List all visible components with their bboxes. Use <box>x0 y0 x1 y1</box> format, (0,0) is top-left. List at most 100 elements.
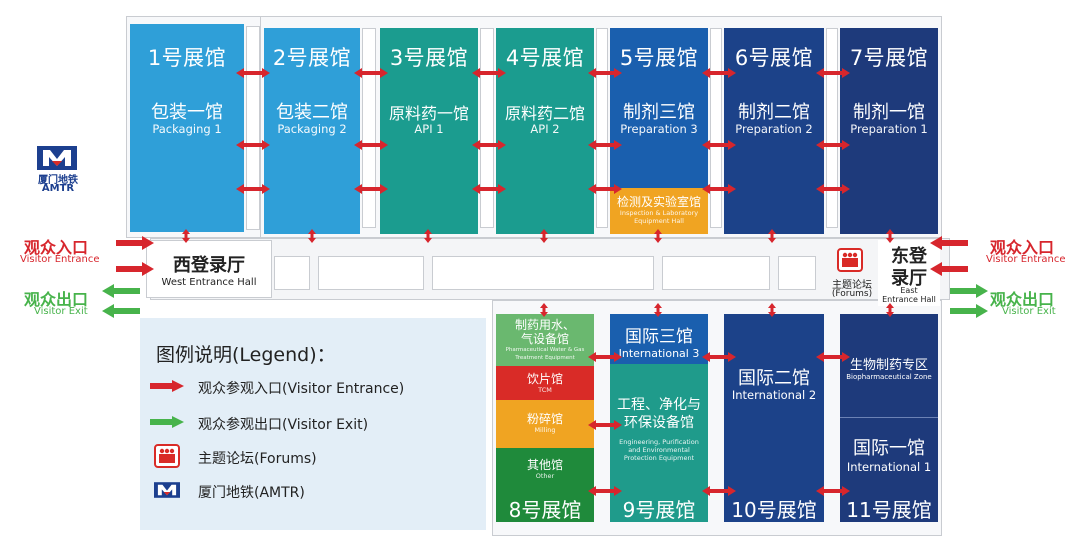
connector-arrow-icon <box>236 140 270 150</box>
hall-5-name: 制剂三馆 <box>623 102 695 123</box>
gap-divider <box>480 28 494 228</box>
hall-6[interactable]: 6号展馆 制剂二馆 Preparation 2 <box>724 28 824 234</box>
hall-1-number: 1号展馆 <box>147 46 227 70</box>
metro-cn: 厦门地铁 <box>38 175 78 186</box>
other-english: Other <box>535 472 555 480</box>
connector-arrow-icon <box>472 68 506 78</box>
intl1-name: 国际一馆 <box>853 438 925 459</box>
connector-arrow-icon <box>768 303 776 317</box>
connector-arrow-icon <box>354 184 388 194</box>
connector-arrow-icon <box>236 68 270 78</box>
west-entrance-hall[interactable]: 西登录厅 West Entrance Hall <box>146 240 272 298</box>
hall-2-number: 2号展馆 <box>272 46 352 70</box>
connector-arrow-icon <box>182 229 190 243</box>
hall-7[interactable]: 7号展馆 制剂一馆 Preparation 1 <box>840 28 938 234</box>
inspection-hall[interactable]: 检测及实验室馆 Inspection & Laboratory Equipmen… <box>610 188 708 234</box>
inspection-hall-english: Inspection & Laboratory Equipment Hall <box>619 209 699 225</box>
east-exit-arrow-icon[interactable] <box>950 304 988 318</box>
other-zone[interactable]: 其他馆 Other <box>496 448 594 492</box>
hall-2-english: Packaging 2 <box>277 122 347 136</box>
milling-english: Milling <box>534 426 556 434</box>
east-hall-name-1: 东登 <box>891 246 927 267</box>
hall-6-name: 制剂二馆 <box>738 102 810 123</box>
connector-arrow-icon <box>654 229 662 243</box>
hall-10-name: 国际二馆 <box>738 368 810 389</box>
west-exit-arrow-icon[interactable] <box>102 304 140 318</box>
hall-1-english: Packaging 1 <box>152 122 222 136</box>
connector-arrow-icon <box>816 352 850 362</box>
connector-arrow-icon <box>588 140 622 150</box>
connector-arrow-icon <box>308 229 316 243</box>
connector-arrow-icon <box>702 140 736 150</box>
international-3[interactable]: 国际三馆 International 3 <box>610 314 708 364</box>
hall-10[interactable]: 国际二馆 International 2 10号展馆 <box>724 314 824 522</box>
corridor-room <box>778 256 816 290</box>
gap-divider <box>596 28 608 228</box>
west-entrance-label: 观众入口 <box>24 238 89 257</box>
connector-arrow-icon <box>702 68 736 78</box>
hall-7-name: 制剂一馆 <box>853 102 925 123</box>
hall-8-number: 8号展馆 <box>508 498 582 522</box>
milling-zone[interactable]: 粉碎馆 Milling <box>496 400 594 448</box>
hall-4[interactable]: 4号展馆 原料药二馆 API 2 <box>496 28 594 234</box>
hall-7-number: 7号展馆 <box>849 46 929 70</box>
hall-5[interactable]: 5号展馆 制剂三馆 Preparation 3 <box>610 28 708 188</box>
connector-arrow-icon <box>816 140 850 150</box>
pharm-water-english: Pharmaceutical Water & Gas Treatment Equ… <box>505 347 585 361</box>
engineering-english: Engineering, Purification and Environmen… <box>619 438 699 462</box>
connector-arrow-icon <box>236 184 270 194</box>
engineering-zone[interactable]: 工程、净化与环保设备馆 Engineering, Purification an… <box>610 364 708 490</box>
hall-9-number: 9号展馆 <box>622 498 696 522</box>
hall-3-name: 原料药一馆 <box>388 104 469 123</box>
legend-metro-icon <box>154 482 180 498</box>
metro-logo[interactable]: 厦门地铁 AMTR <box>30 146 86 196</box>
bio-zone[interactable]: 生物制药专区 Biopharmaceutical Zone <box>840 314 938 418</box>
west-entrance-hall-name: 西登录厅 <box>173 255 245 276</box>
tcm-zone[interactable]: 饮片馆 TCM <box>496 366 594 400</box>
hall-2[interactable]: 2号展馆 包装二馆 Packaging 2 <box>264 28 360 234</box>
pharm-water-zone[interactable]: 制药用水、气设备馆 Pharmaceutical Water & Gas Tre… <box>496 314 594 366</box>
corridor-room <box>274 256 310 290</box>
corridor-room <box>318 256 424 290</box>
connector-arrow-icon <box>588 352 622 362</box>
legend-exit-arrow-icon <box>150 416 184 428</box>
engineering-name: 工程、净化与环保设备馆 <box>617 397 701 431</box>
bio-zone-english: Biopharmaceutical Zone <box>846 373 932 381</box>
east-hall-english-1: East <box>900 286 918 295</box>
east-entrance-english: Visitor Entrance <box>986 254 1066 265</box>
west-entrance-arrow-icon[interactable] <box>116 236 154 250</box>
east-entrance-arrow-icon[interactable] <box>930 262 968 276</box>
hall-3[interactable]: 3号展馆 原料药一馆 API 1 <box>380 28 478 234</box>
hall-6-english: Preparation 2 <box>735 122 813 136</box>
west-exit-arrow-icon[interactable] <box>102 284 140 298</box>
connector-arrow-icon <box>886 303 894 317</box>
corridor-room <box>662 256 770 290</box>
connector-arrow-icon <box>472 140 506 150</box>
hall-3-number: 3号展馆 <box>389 46 469 70</box>
connector-arrow-icon <box>588 420 622 430</box>
inspection-hall-name: 检测及实验室馆 <box>616 195 701 209</box>
east-exit-arrow-icon[interactable] <box>950 284 988 298</box>
forums-area[interactable]: 主题论坛 (Forums) <box>826 244 878 302</box>
milling-name: 粉碎馆 <box>526 412 563 426</box>
legend-entrance-label: 观众参观入口(Visitor Entrance) <box>198 381 405 397</box>
international-1[interactable]: 国际一馆 International 1 <box>840 418 938 490</box>
east-hall-name-2: 录厅 <box>891 268 927 289</box>
east-exit-label: 观众出口 <box>990 290 1055 309</box>
west-entrance-arrow-icon[interactable] <box>116 262 154 276</box>
east-hall-english-2: Entrance Hall <box>882 295 936 304</box>
hall-1-name: 包装一馆 <box>151 102 223 123</box>
intl1-english: International 1 <box>846 460 932 474</box>
east-entrance-arrow-icon[interactable] <box>930 236 968 250</box>
west-exit-english: Visitor Exit <box>34 306 88 317</box>
hall-3-english: API 1 <box>414 122 444 136</box>
hall-4-english: API 2 <box>530 122 560 136</box>
connector-arrow-icon <box>540 303 548 317</box>
connector-arrow-icon <box>816 68 850 78</box>
connector-arrow-icon <box>816 184 850 194</box>
hall-11-number: 11号展馆 <box>846 498 932 522</box>
east-entrance-hall[interactable]: 东登 录厅 East Entrance Hall <box>878 240 940 306</box>
hall-1[interactable]: 1号展馆 包装一馆 Packaging 1 <box>130 24 244 232</box>
connector-arrow-icon <box>816 486 850 496</box>
gap-divider <box>710 28 722 228</box>
